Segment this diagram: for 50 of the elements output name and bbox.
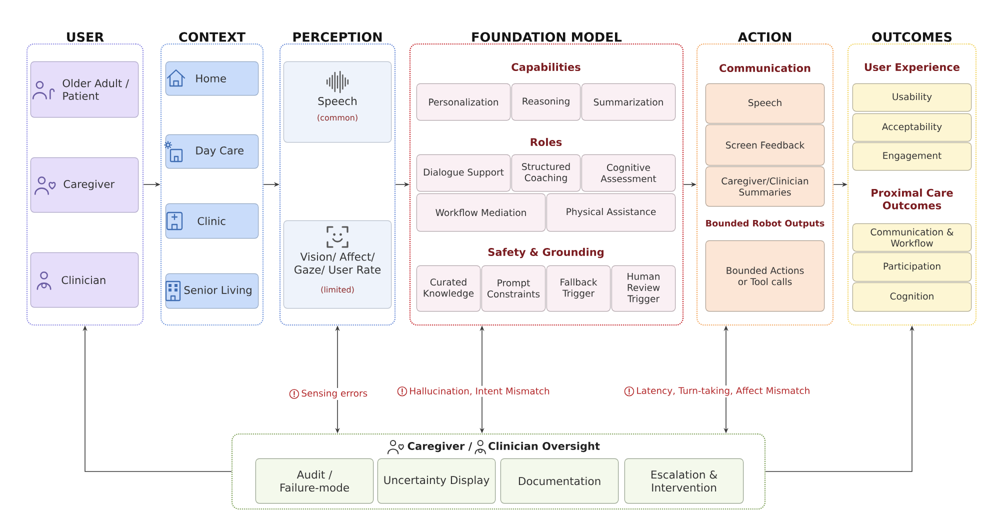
section-heading: Capabilities (512, 62, 580, 74)
module-box: Human Review Trigger (611, 265, 676, 312)
module-box: Reasoning (511, 83, 581, 121)
module-box: Personalization (416, 83, 511, 121)
oversight-box: Documentation (500, 458, 619, 504)
setting-box: Clinic (165, 203, 259, 239)
output-box: Screen Feedback (705, 124, 825, 166)
outcome-box: Communication & Workflow (852, 223, 972, 252)
user-box: Clinician (30, 252, 139, 308)
section-heading: Safety & Grounding (488, 248, 604, 258)
output-box: Bounded Actions or Tool calls (705, 240, 825, 312)
outcome-box: Cognition (852, 282, 972, 312)
column-heading: CONTEXT (179, 32, 246, 42)
oversight-box: Escalation & Intervention (624, 458, 744, 504)
setting-box: Day Care (165, 134, 259, 169)
section-heading: Bounded Robot Outputs (706, 220, 824, 228)
setting-box: Home (165, 61, 259, 96)
column-heading: ACTION (738, 32, 792, 42)
column-heading: FOUNDATION MODEL (472, 32, 622, 42)
panel-heading: Caregiver / (408, 442, 472, 452)
setting-box: Senior Living (165, 273, 259, 309)
module-box: Structured Coaching (511, 154, 581, 192)
output-box: Speech (705, 83, 825, 124)
outcome-box: Engagement (852, 142, 972, 171)
user-box: Caregiver (30, 157, 139, 213)
section-heading: Proximal Care Outcomes (872, 188, 953, 210)
module-box: Summarization (581, 83, 676, 121)
oversight-box: Audit / Failure-mode (255, 458, 374, 504)
column-heading: OUTCOMES (872, 32, 952, 42)
sensor-box: Speech (common) (283, 61, 392, 143)
module-box: Workflow Mediation (416, 193, 546, 232)
sensor-box: Vision/ Affect/ Gaze/ User Rate (limited) (283, 220, 392, 309)
section-heading: Roles (530, 138, 562, 146)
module-box: Curated Knowledge (416, 265, 481, 312)
output-box: Caregiver/Clinician Summaries (705, 166, 825, 207)
outcome-box: Usability (852, 83, 972, 112)
module-box: Prompt Constraints (481, 265, 546, 312)
column-heading: USER (67, 32, 104, 42)
column-heading: PERCEPTION (293, 32, 382, 42)
user-box: Older Adult / Patient (30, 61, 139, 118)
module-box: Dialogue Support (416, 154, 511, 192)
outcome-box: Participation (852, 252, 972, 282)
panel-heading: Clinician Oversight (488, 442, 600, 452)
section-heading: Communication (720, 64, 810, 72)
outcome-box: Acceptability (852, 113, 972, 142)
module-box: Cognitive Assessment (581, 154, 676, 192)
module-box: Fallback Trigger (546, 265, 611, 312)
section-heading: User Experience (864, 62, 960, 74)
oversight-box: Uncertainty Display (377, 458, 496, 504)
module-box: Physical Assistance (546, 193, 676, 232)
